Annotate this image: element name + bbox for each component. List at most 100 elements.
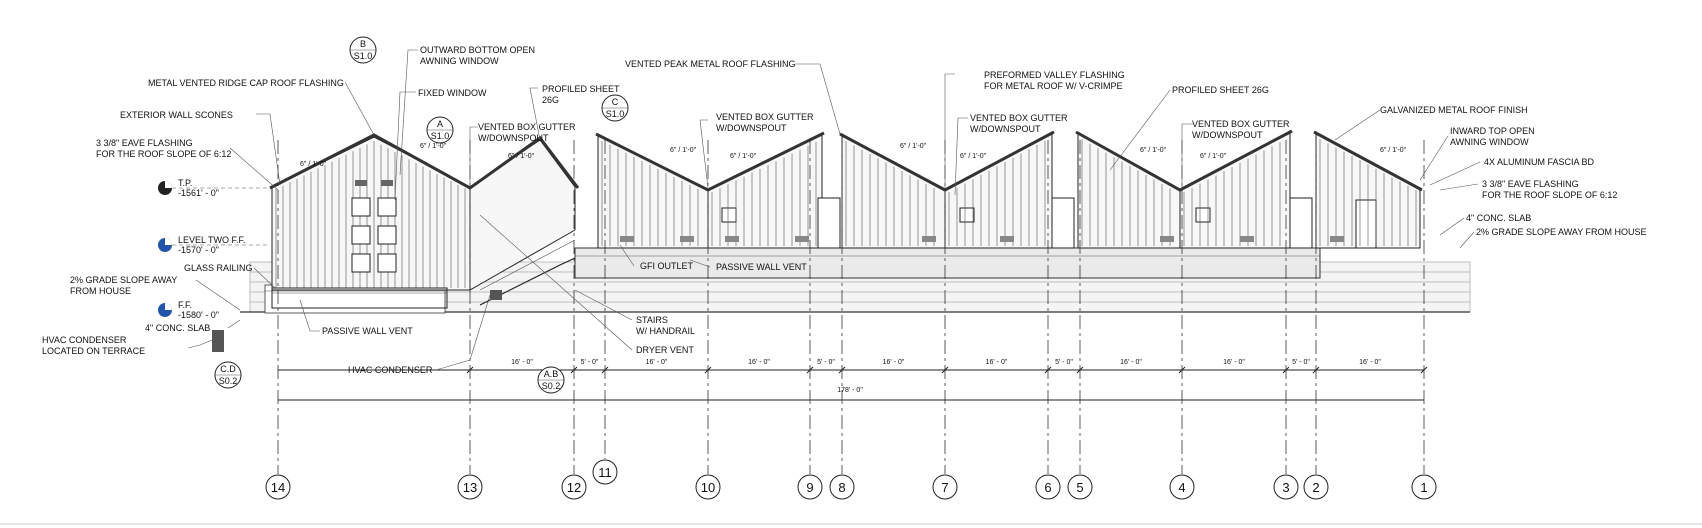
total-dimension: 178' - 0" — [837, 387, 863, 394]
grid-label-2: 2 — [1312, 480, 1319, 495]
callout-grade-right: 2% GRADE SLOPE AWAY FROM HOUSE — [1476, 227, 1647, 237]
callout-profiled-left-2: 26G — [542, 95, 559, 105]
callout-gfi: GFI OUTLET — [640, 261, 694, 271]
dimension-tick — [1076, 366, 1084, 374]
svg-text:A.B: A.B — [544, 369, 559, 379]
callout-box-gutter-2b: W/DOWNSPOUT — [716, 123, 787, 133]
callout-hvac-condenser: HVAC CONDENSER — [348, 365, 433, 375]
callout-hvac-terrace-1: HVAC CONDENSER — [42, 335, 127, 345]
dimension-tick — [1282, 366, 1290, 374]
callout-grade-left-2: FROM HOUSE — [70, 286, 131, 296]
roof-slope-label: 6" / 1'-0" — [1140, 147, 1167, 154]
callout-box-gutter-3b: W/DOWNSPOUT — [970, 124, 1041, 134]
roof-slope-label: 6" / 1'-0" — [508, 153, 535, 160]
svg-text:-1561' - 0": -1561' - 0" — [178, 188, 219, 198]
grid-bubble-5 — [1067, 474, 1093, 500]
roof-slope-label: 6" / 1'-0" — [300, 161, 327, 168]
grid-label-11: 11 — [598, 465, 612, 480]
grid-label-3: 3 — [1282, 480, 1289, 495]
roof-slope-label: 6" / 1'-0" — [960, 153, 987, 160]
callout-eave-right-1: 3 3/8" EAVE FLASHING — [1482, 179, 1579, 189]
level-ff: F.F. -1580' - 0" — [158, 300, 219, 320]
dimension-tick — [704, 366, 712, 374]
callout-leaders — [187, 49, 1481, 371]
callout-inward-window-2: AWNING WINDOW — [1450, 137, 1529, 147]
svg-text:S1.0: S1.0 — [354, 51, 373, 61]
callout-fascia: 4X ALUMINUM FASCIA BD — [1484, 157, 1595, 167]
grid-label-6: 6 — [1044, 480, 1051, 495]
section-tag-b: B S1.0 — [349, 36, 377, 64]
segment-dimension: 5' - 0" — [1292, 359, 1310, 366]
callout-box-gutter-1a: VENTED BOX GUTTER — [478, 122, 576, 132]
section-tag-a: A S1.0 — [426, 116, 454, 144]
callout-eave-left-1: 3 3/8" EAVE FLASHING — [96, 138, 193, 148]
grid-bubble-6 — [1035, 474, 1061, 500]
right-buildings — [595, 129, 1423, 249]
segment-dimension: 16' - 0" — [986, 359, 1008, 366]
callout-valley-2: FOR METAL ROOF W/ V-CRIMPE — [984, 81, 1123, 91]
callout-passive-vent-left: PASSIVE WALL VENT — [322, 326, 413, 336]
callout-slab-right: 4" CONC. SLAB — [1466, 213, 1531, 223]
left-building — [212, 133, 580, 352]
grid-label-14: 14 — [271, 480, 285, 495]
callout-fixed-window: FIXED WINDOW — [418, 88, 487, 98]
section-tag-ab: A.B S0.2 — [537, 366, 565, 394]
callout-hvac-terrace-2: LOCATED ON TERRACE — [42, 346, 145, 356]
grid-label-1: 1 — [1420, 480, 1427, 495]
callout-passive-vent-right: PASSIVE WALL VENT — [716, 262, 807, 272]
callout-valley-1: PREFORMED VALLEY FLASHING — [984, 70, 1125, 80]
grid-bubble-8 — [829, 474, 855, 500]
callout-dryer: DRYER VENT — [636, 345, 694, 355]
callout-profiled-left-1: PROFILED SHEET — [542, 84, 620, 94]
grid-bubble-12 — [561, 474, 587, 500]
segment-dimension: 16' - 0" — [511, 359, 533, 366]
svg-text:S1.0: S1.0 — [606, 109, 625, 119]
dimension-tick — [941, 366, 949, 374]
grid-bubble-11 — [592, 459, 618, 485]
callout-inward-window-1: INWARD TOP OPEN — [1450, 126, 1535, 136]
dimension-tick — [1044, 366, 1052, 374]
segment-dimension: 16' - 0" — [1359, 359, 1381, 366]
dimension-tick — [601, 366, 609, 374]
grid-bubble-4 — [1169, 474, 1195, 500]
callout-eave-left-2: FOR THE ROOF SLOPE OF 6:12 — [96, 149, 231, 159]
callout-box-gutter-4b: W/DOWNSPOUT — [1192, 130, 1263, 140]
svg-text:S0.2: S0.2 — [542, 381, 561, 391]
dimension-tick — [806, 366, 814, 374]
roof-slope-labels: 6" / 1'-0" 6" / 1'-0" 6" / 1'-0" 6" / 1'-0"… — [300, 143, 1407, 168]
segment-dimension: 16' - 0" — [748, 359, 770, 366]
section-tag-cd: C.D S0.2 — [214, 361, 242, 389]
callout-slab-left: 4" CONC. SLAB — [145, 323, 210, 333]
grid-label-5: 5 — [1076, 480, 1083, 495]
roof-slope-label: 6" / 1'-0" — [1200, 153, 1227, 160]
grid-bubble-10 — [695, 474, 721, 500]
grid-label-4: 4 — [1178, 480, 1185, 495]
svg-text:-1580' - 0": -1580' - 0" — [178, 310, 219, 320]
svg-text:C.D: C.D — [220, 364, 236, 374]
callout-stairs-2: W/ HANDRAIL — [636, 326, 695, 336]
callout-vented-peak: VENTED PEAK METAL ROOF FLASHING — [625, 59, 796, 69]
dimension-tick — [1312, 366, 1320, 374]
callout-outward-window-2: AWNING WINDOW — [420, 56, 499, 66]
callout-outward-window-1: OUTWARD BOTTOM OPEN — [420, 45, 535, 55]
segment-dimension: 5' - 0" — [817, 359, 835, 366]
roof-slope-label: 6" / 1'-0" — [730, 153, 757, 160]
level-markers: T.P. -1561' - 0" LEVEL TWO F.F. -1570' -… — [158, 178, 270, 320]
segment-dimension: 16' - 0" — [883, 359, 905, 366]
grid-label-13: 13 — [463, 480, 477, 495]
grid-bubble-13 — [457, 474, 483, 500]
grid-bubble-1 — [1411, 474, 1437, 500]
callout-profiled-right: PROFILED SHEET 26G — [1172, 85, 1269, 95]
svg-text:S0.2: S0.2 — [219, 376, 238, 386]
dimension-tick — [1420, 366, 1428, 374]
callout-glass-railing: GLASS RAILING — [184, 263, 253, 273]
dimension-strings: 16' - 0" 5' - 0" 16' - 0" 16' - 0" 5' - 0" 16… — [278, 359, 1428, 401]
roof-slope-label: 6" / 1'-0" — [420, 143, 447, 150]
svg-text:S1.0: S1.0 — [431, 131, 450, 141]
callout-box-gutter-2a: VENTED BOX GUTTER — [716, 112, 814, 122]
svg-text:B: B — [360, 39, 366, 49]
grid-label-9: 9 — [806, 480, 813, 495]
grid-label-12: 12 — [567, 480, 581, 495]
callout-grade-left-1: 2% GRADE SLOPE AWAY — [70, 275, 177, 285]
